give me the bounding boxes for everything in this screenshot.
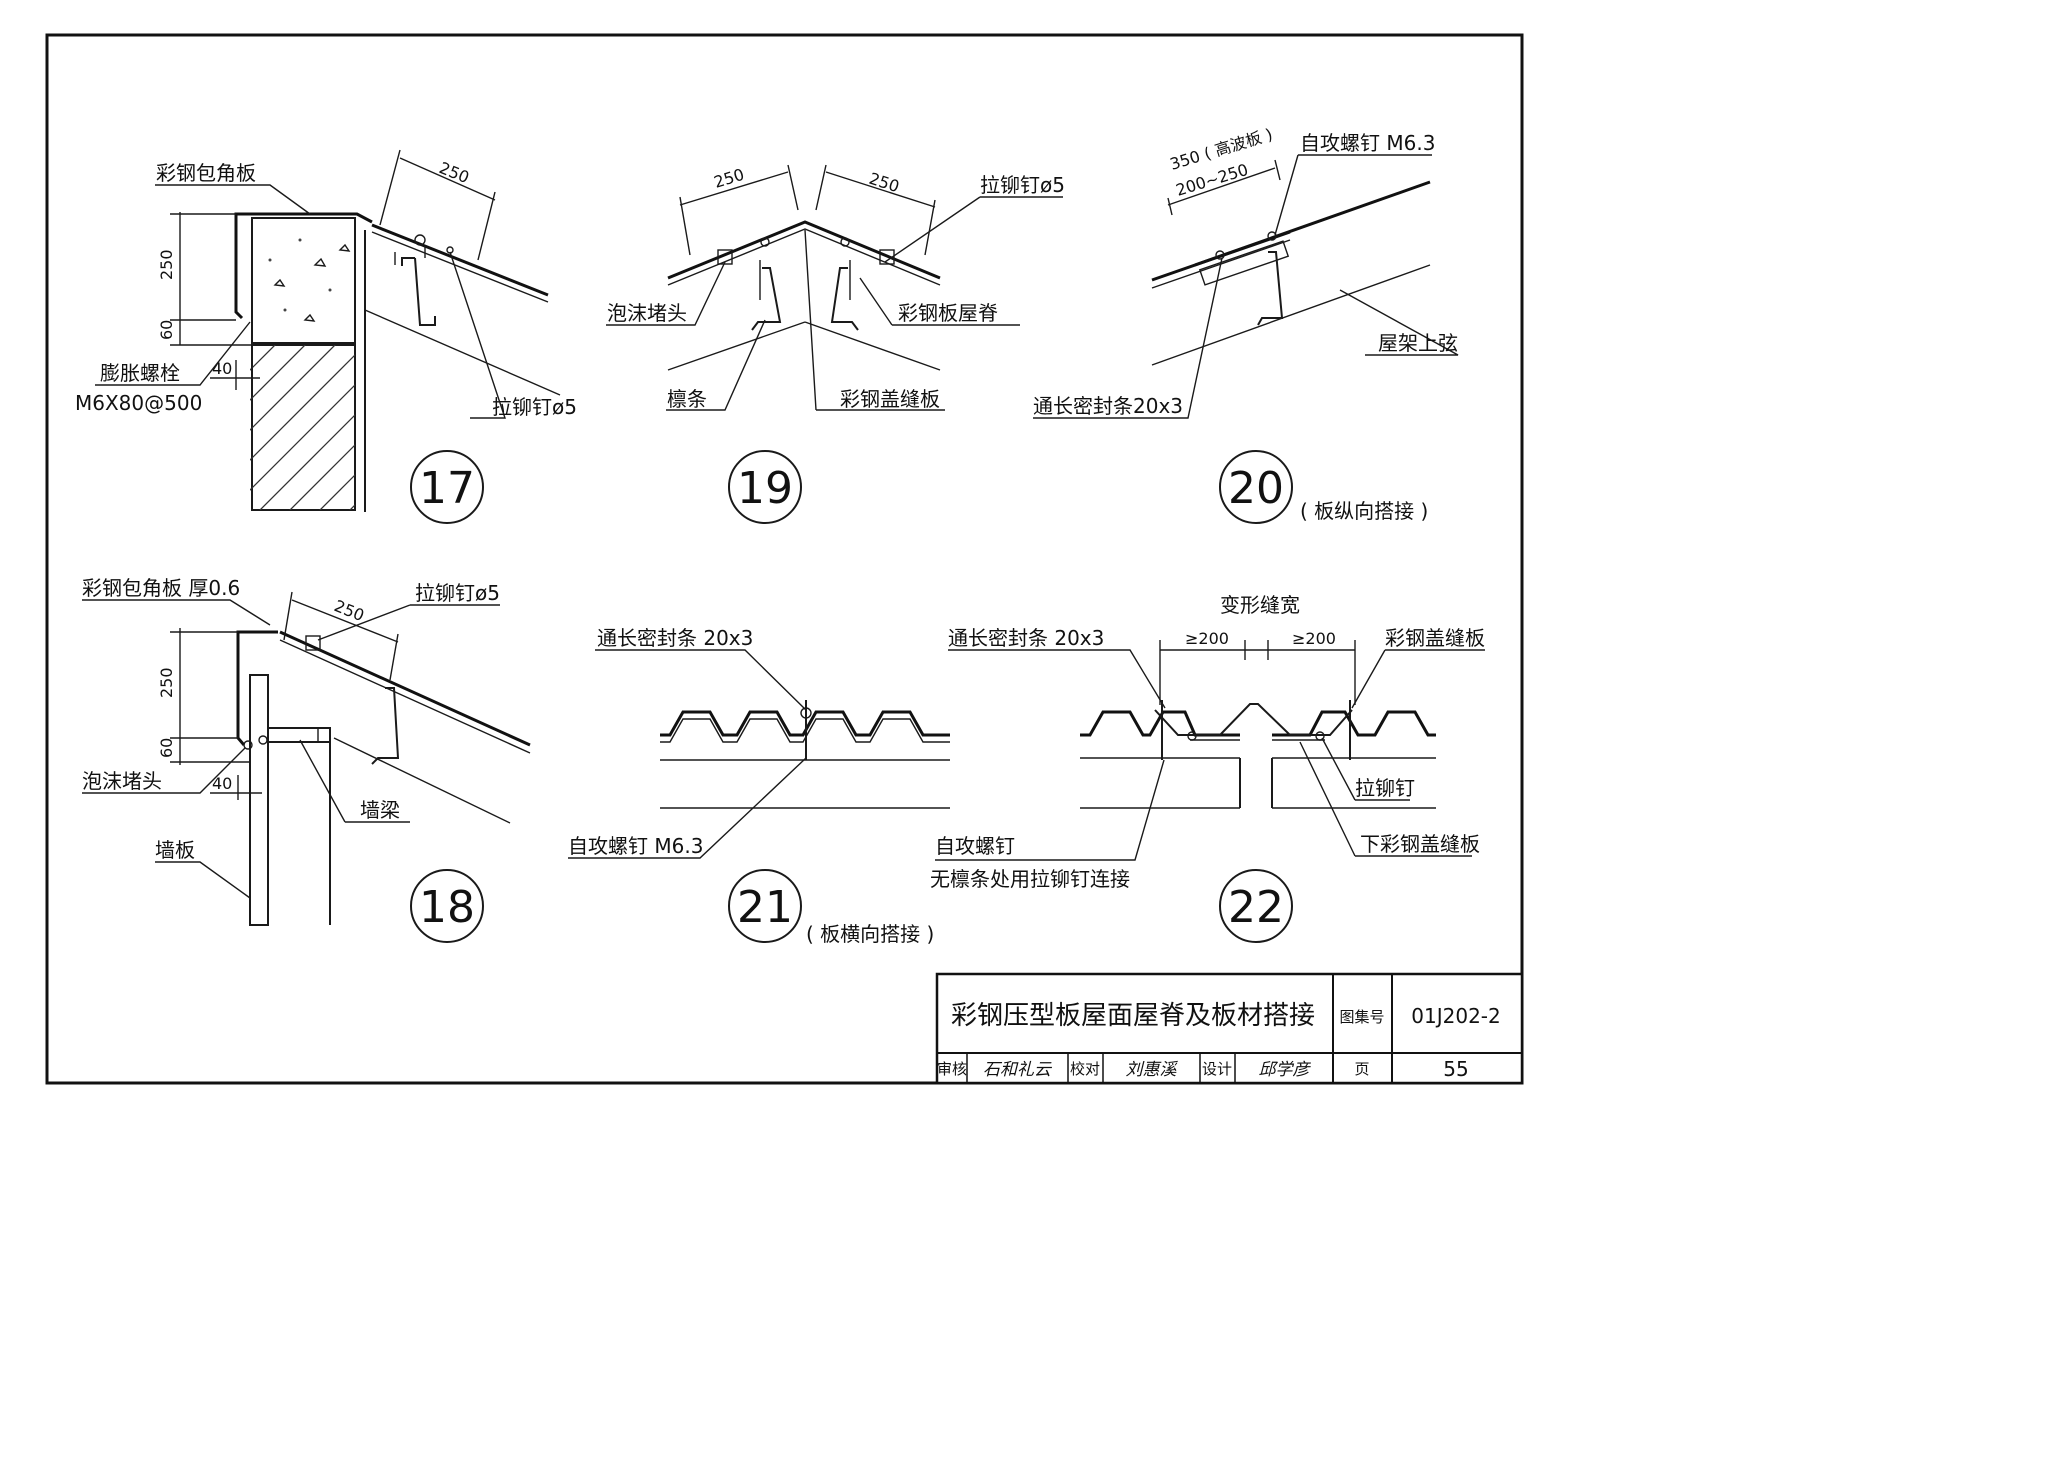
label-screw: 自攻螺钉 M6.3 <box>1300 131 1435 155</box>
label-rivet: 拉铆钉ø5 <box>492 395 577 419</box>
label-screw: 自攻螺钉 M6.3 <box>568 834 703 858</box>
wall-hatch <box>250 345 355 510</box>
label-seal: 通长密封条 20x3 <box>948 626 1104 650</box>
svg-text:40: 40 <box>212 359 232 378</box>
purlin <box>401 257 436 326</box>
review-label: 审核 <box>937 1060 967 1078</box>
label-ridge-panel: 彩钢板屋脊 <box>898 301 998 325</box>
check-signature: 刘惠溪 <box>1126 1060 1179 1080</box>
svg-text:60: 60 <box>157 738 176 758</box>
label-corner-panel: 彩钢包角板 厚0.6 <box>82 576 240 600</box>
parapet-concrete <box>251 217 356 344</box>
label-seal: 通长密封条20x3 <box>1033 394 1183 418</box>
dim-lap: 250 <box>379 149 496 261</box>
label-joint-width: 变形缝宽 <box>1220 593 1300 617</box>
ridge-panel <box>667 220 941 280</box>
svg-text:≥200: ≥200 <box>1292 629 1336 648</box>
review-signature: 石和礼云 <box>983 1060 1053 1080</box>
label-wall-panel: 墙板 <box>155 838 195 862</box>
wall-panel <box>249 674 269 926</box>
dim-vertical: 250 60 40 <box>157 628 262 800</box>
drawing-title: 彩钢压型板屋面屋脊及板材搭接 <box>951 1001 1315 1031</box>
design-signature: 邱学彦 <box>1259 1060 1312 1080</box>
svg-text:250: 250 <box>157 249 176 280</box>
label-corner-panel: 彩钢包角板 <box>156 161 256 185</box>
cover-plate <box>1154 703 1353 736</box>
label-rivet: 拉铆钉ø5 <box>980 173 1065 197</box>
detail-number: 22 <box>1228 882 1284 933</box>
roof-panel <box>371 223 549 297</box>
profiled-sheet <box>660 710 950 737</box>
title-block: 彩钢压型板屋面屋脊及板材搭接 图集号 01J202-2 审核 石和礼云 校对 刘… <box>935 972 1524 1085</box>
dim-vertical: 250 60 40 <box>157 212 260 390</box>
label-truss: 屋架上弦 <box>1378 331 1458 355</box>
label-screw: 自攻螺钉 <box>935 834 1015 858</box>
detail-number: 21 <box>737 882 793 933</box>
label-expansion-bolt-spec: M6X80@500 <box>75 391 202 415</box>
dim-ridge: 250 250 <box>679 165 936 256</box>
corner-flashing <box>236 630 278 746</box>
detail-note: ( 板横向搭接 ) <box>806 922 934 946</box>
svg-text:250: 250 <box>332 596 367 625</box>
check-label: 校对 <box>1070 1060 1100 1078</box>
label-cover-plate: 彩钢盖缝板 <box>840 387 940 411</box>
detail-17: 250 250 60 40 彩钢包角板 膨胀螺栓 M6X80@500 拉铆钉ø5… <box>75 149 577 524</box>
detail-22: ≥200 ≥200 变形缝宽 通长密封条 20x3 彩钢盖缝板 拉铆钉 下彩钢盖… <box>930 593 1485 943</box>
label-rivet: 拉铆钉ø5 <box>415 581 500 605</box>
svg-text:60: 60 <box>157 320 176 340</box>
detail-18: 250 250 60 40 彩钢包角板 厚0.6 拉铆钉ø5 泡沫堵头 墙梁 墙… <box>82 576 531 943</box>
label-cover-plate: 彩钢盖缝板 <box>1385 626 1485 650</box>
detail-20: 350 ( 高波板 ) 200~250 自攻螺钉 M6.3 屋架上弦 通长密封条… <box>1033 125 1459 524</box>
roof-panel <box>279 630 531 747</box>
svg-text:250: 250 <box>712 165 747 192</box>
design-label: 设计 <box>1202 1060 1232 1078</box>
detail-number: 18 <box>419 882 475 933</box>
label-rivet: 拉铆钉 <box>1355 776 1415 800</box>
label-foam-plug: 泡沫堵头 <box>607 301 687 325</box>
drawing-sheet: 250 250 60 40 彩钢包角板 膨胀螺栓 M6X80@500 拉铆钉ø5… <box>45 33 1524 1085</box>
corner-flashing <box>234 212 373 320</box>
detail-21: 通长密封条 20x3 自攻螺钉 M6.3 21 ( 板横向搭接 ) <box>568 626 950 946</box>
svg-text:≥200: ≥200 <box>1185 629 1229 648</box>
detail-number: 17 <box>419 463 475 514</box>
svg-text:250: 250 <box>867 169 902 197</box>
concrete-speckle <box>268 238 351 322</box>
label-wall-beam: 墙梁 <box>360 798 400 822</box>
dim-overlap: 350 ( 高波板 ) 200~250 <box>1167 125 1281 216</box>
detail-19: 250 250 拉铆钉ø5 泡沫堵头 彩钢板屋脊 檩条 彩钢盖缝板 19 <box>606 165 1065 524</box>
label-screw-note: 无檩条处用拉铆钉连接 <box>930 867 1130 891</box>
svg-text:40: 40 <box>212 774 232 793</box>
page-label: 页 <box>1354 1060 1369 1078</box>
atlas-label: 图集号 <box>1339 1008 1384 1026</box>
svg-text:250: 250 <box>437 158 472 187</box>
dim-lap: 250 <box>283 591 399 681</box>
atlas-number: 01J202-2 <box>1411 1004 1500 1028</box>
label-seal: 通长密封条 20x3 <box>597 626 753 650</box>
page-number: 55 <box>1443 1057 1468 1081</box>
label-expansion-bolt: 膨胀螺栓 <box>100 361 180 385</box>
svg-text:250: 250 <box>157 667 176 698</box>
detail-number: 19 <box>737 463 793 514</box>
detail-note: ( 板纵向搭接 ) <box>1300 499 1428 523</box>
dim-joint: ≥200 ≥200 <box>1159 629 1356 705</box>
sheet-border <box>45 33 1524 1085</box>
label-purlin: 檩条 <box>667 387 707 411</box>
label-foam-plug: 泡沫堵头 <box>82 769 162 793</box>
label-lower-cover: 下彩钢盖缝板 <box>1360 832 1480 856</box>
detail-number: 20 <box>1228 463 1284 514</box>
